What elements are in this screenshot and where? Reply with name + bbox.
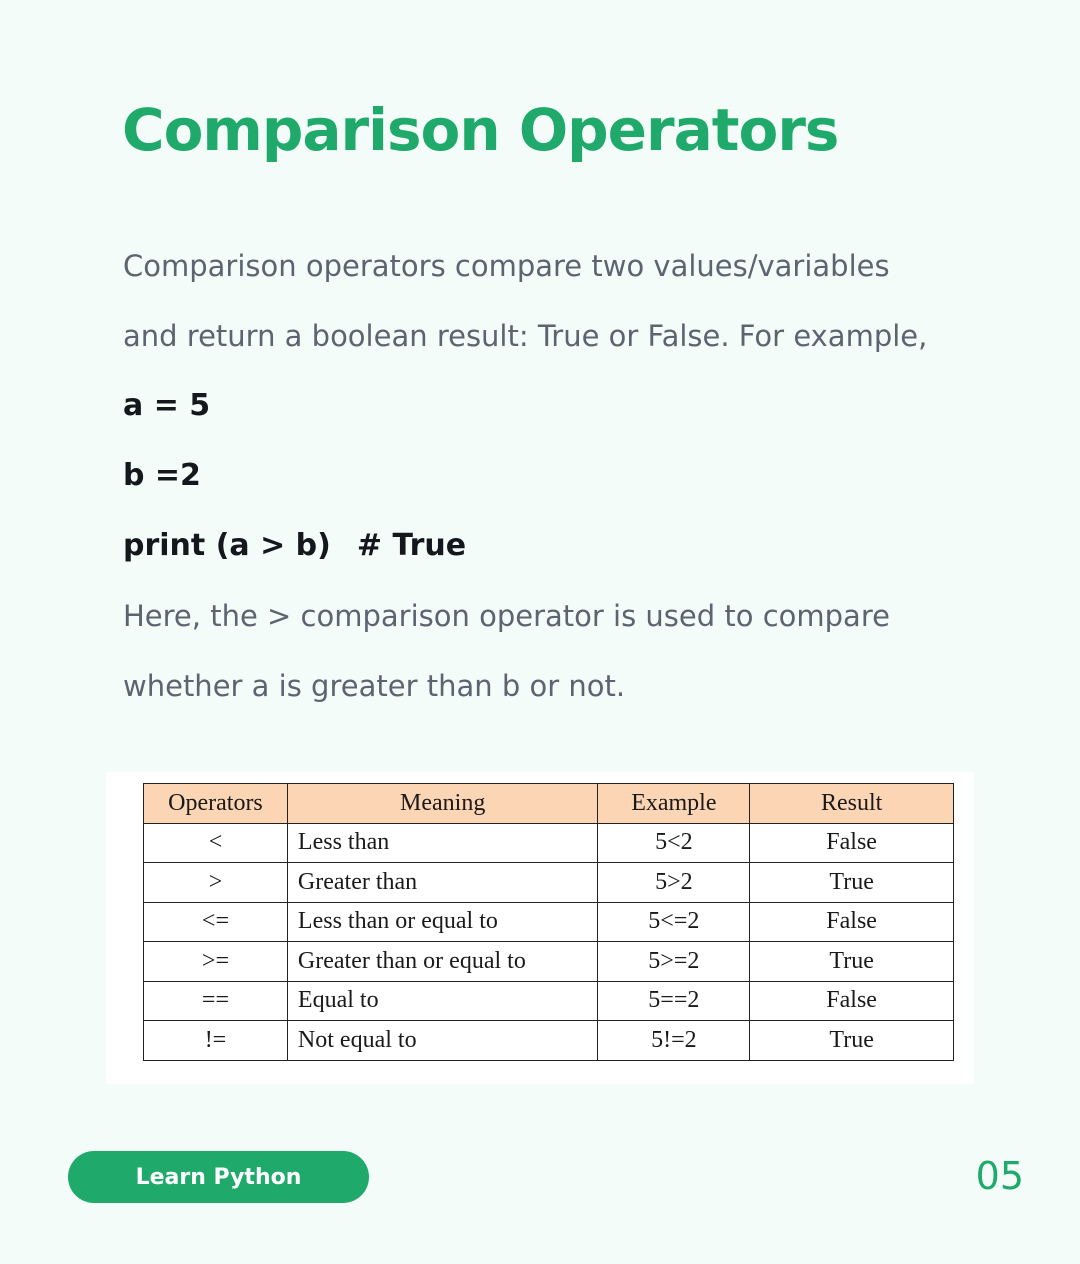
meaning-cell: Less than: [286, 822, 599, 863]
code-comment: # True: [356, 528, 467, 563]
page-title: Comparison Operators: [122, 96, 839, 164]
table-row: <= Less than or equal to 5<=2 False: [143, 901, 954, 942]
example-cell: 5>2: [597, 862, 751, 903]
explanation-line-2: whether a is greater than b or not.: [123, 669, 626, 703]
meaning-cell: Less than or equal to: [286, 901, 599, 942]
code-line-3: print (a > b) # True: [123, 526, 466, 566]
table-row: < Less than 5<2 False: [143, 822, 954, 863]
operator-cell: >=: [143, 941, 288, 982]
table-row: >= Greater than or equal to 5>=2 True: [143, 941, 954, 982]
explanation-line-1: Here, the > comparison operator is used …: [123, 599, 890, 633]
operator-cell: <=: [143, 901, 288, 942]
table-row: == Equal to 5==2 False: [143, 980, 954, 1021]
table-row: > Greater than 5>2 True: [143, 862, 954, 903]
operator-cell: >: [143, 862, 288, 903]
code-statement: print (a > b): [123, 528, 331, 563]
header-result: Result: [749, 783, 954, 824]
result-cell: False: [749, 980, 954, 1021]
result-cell: False: [749, 822, 954, 863]
meaning-cell: Greater than or equal to: [286, 941, 599, 982]
operator-cell: !=: [143, 1020, 288, 1061]
operators-table: Operators Meaning Example Result < Less …: [143, 783, 954, 1061]
result-cell: True: [749, 1020, 954, 1061]
code-line-2: b =2: [123, 458, 201, 493]
page-number: 05: [975, 1154, 1024, 1198]
result-cell: True: [749, 862, 954, 903]
result-cell: True: [749, 941, 954, 982]
operator-cell: ==: [143, 980, 288, 1021]
example-cell: 5<2: [597, 822, 751, 863]
intro-line-1: Comparison operators compare two values/…: [123, 249, 890, 283]
table-row: != Not equal to 5!=2 True: [143, 1020, 954, 1061]
header-example: Example: [597, 783, 751, 824]
table-header-row: Operators Meaning Example Result: [143, 783, 954, 824]
example-cell: 5!=2: [597, 1020, 751, 1061]
operator-cell: <: [143, 822, 288, 863]
example-cell: 5<=2: [597, 901, 751, 942]
example-cell: 5==2: [597, 980, 751, 1021]
operators-table-card: Operators Meaning Example Result < Less …: [106, 772, 974, 1084]
meaning-cell: Equal to: [286, 980, 599, 1021]
meaning-cell: Greater than: [286, 862, 599, 903]
code-line-1: a = 5: [123, 388, 211, 423]
header-operators: Operators: [143, 783, 288, 824]
learn-python-badge: Learn Python: [68, 1151, 369, 1203]
header-meaning: Meaning: [286, 783, 599, 824]
intro-line-2: and return a boolean result: True or Fal…: [123, 319, 928, 353]
meaning-cell: Not equal to: [286, 1020, 599, 1061]
result-cell: False: [749, 901, 954, 942]
example-cell: 5>=2: [597, 941, 751, 982]
